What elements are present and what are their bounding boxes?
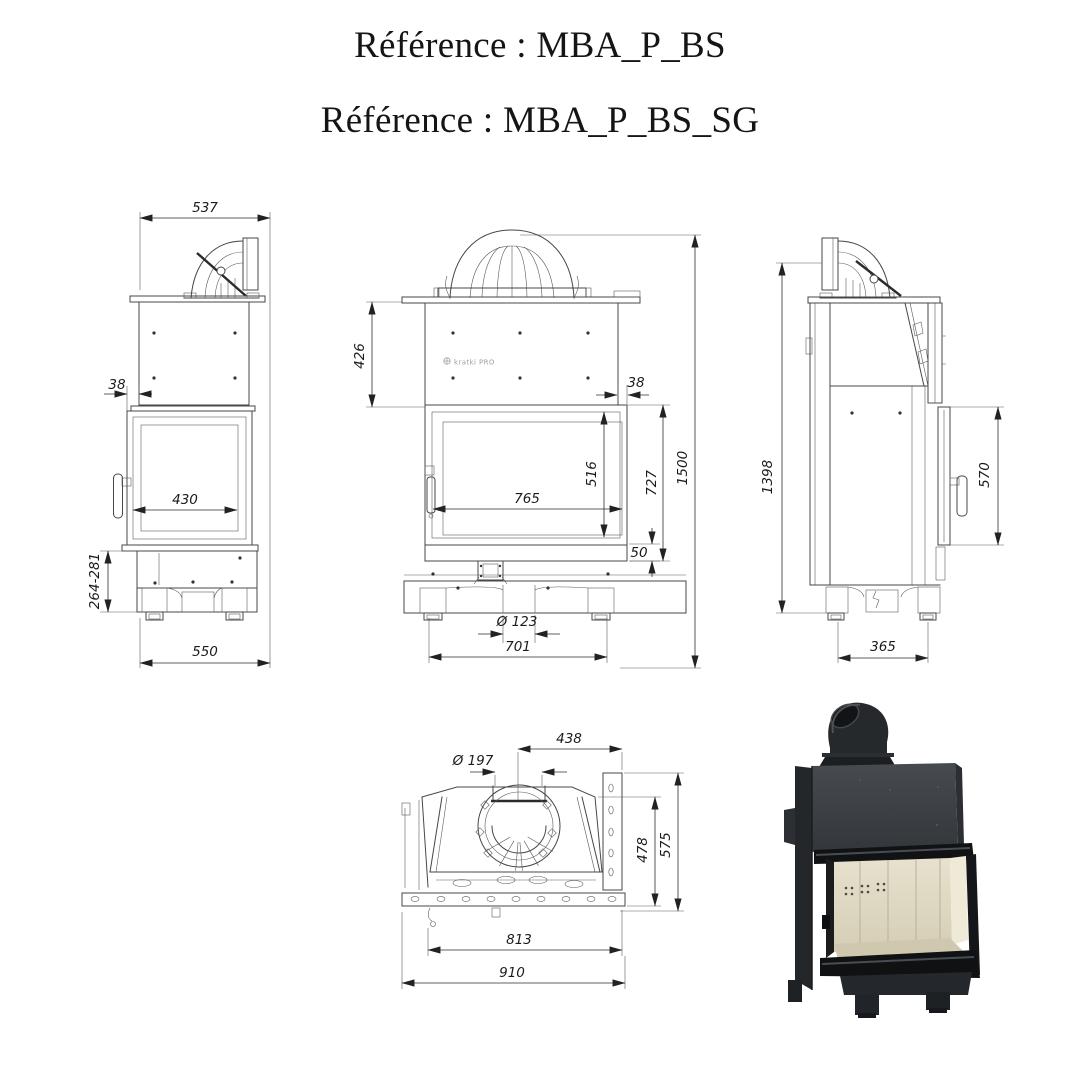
- dim-197: Ø 197: [452, 753, 494, 769]
- brand-logo: kratki PRO: [443, 357, 495, 367]
- door-handle-front: [424, 465, 436, 519]
- reference-title-2: Référence : MBA_P_BS_SG: [320, 100, 760, 141]
- air-holes: [844, 882, 886, 896]
- dim-910: 910: [499, 965, 525, 981]
- bottom-view: 438 Ø 197 478 575 813 910: [401, 731, 684, 989]
- photo-flue-elbow: [819, 702, 896, 767]
- plate-slots: [608, 783, 614, 877]
- dim-570: 570: [977, 462, 993, 488]
- door-handle-right: [949, 475, 968, 517]
- dim-123: Ø 123: [496, 614, 538, 630]
- dim-430: 430: [172, 492, 198, 508]
- dim-50: 50: [630, 545, 647, 561]
- dim-478: 478: [635, 837, 651, 863]
- dim-701: 701: [505, 639, 531, 655]
- dim-264-281: 264-281: [87, 553, 103, 609]
- reference-title-1: Référence : MBA_P_BS: [354, 25, 726, 66]
- flange-holes: [410, 896, 617, 902]
- dim-1500: 1500: [675, 451, 691, 485]
- product-photo: [784, 702, 980, 1018]
- dim-38-right: 38: [627, 375, 644, 391]
- door-handle-side: [113, 473, 132, 519]
- side-view-left: 537 38 430 264-281 550: [87, 200, 271, 668]
- brand-logo-text: kratki PRO: [454, 359, 495, 367]
- dim-426: 426: [352, 343, 368, 369]
- dim-1398: 1398: [760, 460, 776, 494]
- dim-38-left: 38: [108, 377, 125, 393]
- dim-438: 438: [556, 731, 582, 747]
- dim-575: 575: [658, 832, 674, 858]
- dim-365: 365: [870, 639, 896, 655]
- dim-727: 727: [644, 470, 660, 496]
- dim-550: 550: [192, 644, 218, 660]
- dim-537: 537: [192, 200, 218, 216]
- front-view: kratki PRO: [352, 229, 701, 669]
- dim-813: 813: [506, 932, 532, 948]
- flue-bolt-tabs: [475, 800, 557, 858]
- side-view-right: 1398 570 365: [760, 237, 1004, 663]
- dim-765: 765: [514, 491, 540, 507]
- dim-516: 516: [584, 461, 600, 487]
- photo-firebox: [832, 856, 968, 960]
